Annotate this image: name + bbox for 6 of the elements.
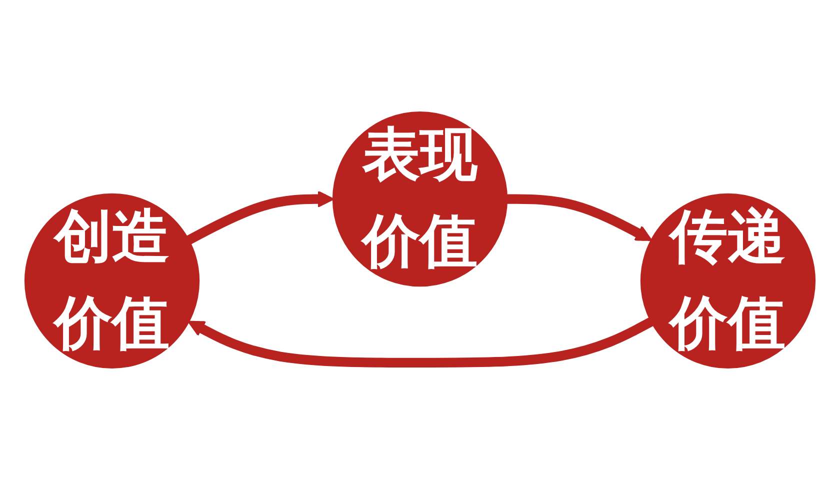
node-circle: 传递价值 (640, 193, 816, 368)
arrow (188, 317, 654, 368)
arrow (506, 194, 652, 242)
node-circle: 表现价值 (332, 112, 508, 287)
node-circle: 创造价值 (24, 193, 200, 368)
arrow (186, 190, 334, 245)
